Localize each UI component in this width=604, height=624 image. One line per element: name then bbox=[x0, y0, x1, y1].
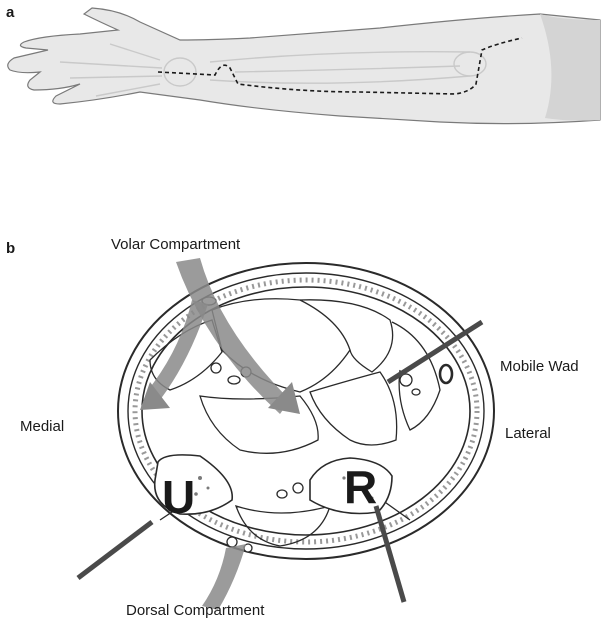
volar-arrowhead-right bbox=[268, 382, 300, 414]
volar-compartment-label: Volar Compartment bbox=[111, 236, 240, 253]
panel-b-letter: b bbox=[6, 240, 15, 257]
incision-bar-mobile-wad bbox=[388, 322, 482, 382]
forearm-silhouette bbox=[8, 8, 600, 124]
incision-bar-radial bbox=[376, 506, 404, 602]
volar-arrowhead-left bbox=[140, 382, 170, 410]
forearm-illustration bbox=[0, 0, 604, 140]
volar-approach-arrow-left bbox=[148, 300, 208, 400]
radius-letter: R bbox=[344, 460, 377, 514]
lateral-label: Lateral bbox=[505, 425, 551, 442]
medial-label: Medial bbox=[20, 418, 64, 435]
volar-approach-arrow bbox=[176, 258, 290, 414]
ulna-letter: U bbox=[162, 470, 195, 524]
dorsal-compartment-label: Dorsal Compartment bbox=[126, 602, 264, 619]
dorsal-approach-arrow bbox=[202, 544, 246, 610]
neurovascular-structures bbox=[202, 297, 452, 552]
incision-bar-ulnar bbox=[78, 522, 152, 578]
mobile-wad-label: Mobile Wad bbox=[500, 358, 579, 375]
